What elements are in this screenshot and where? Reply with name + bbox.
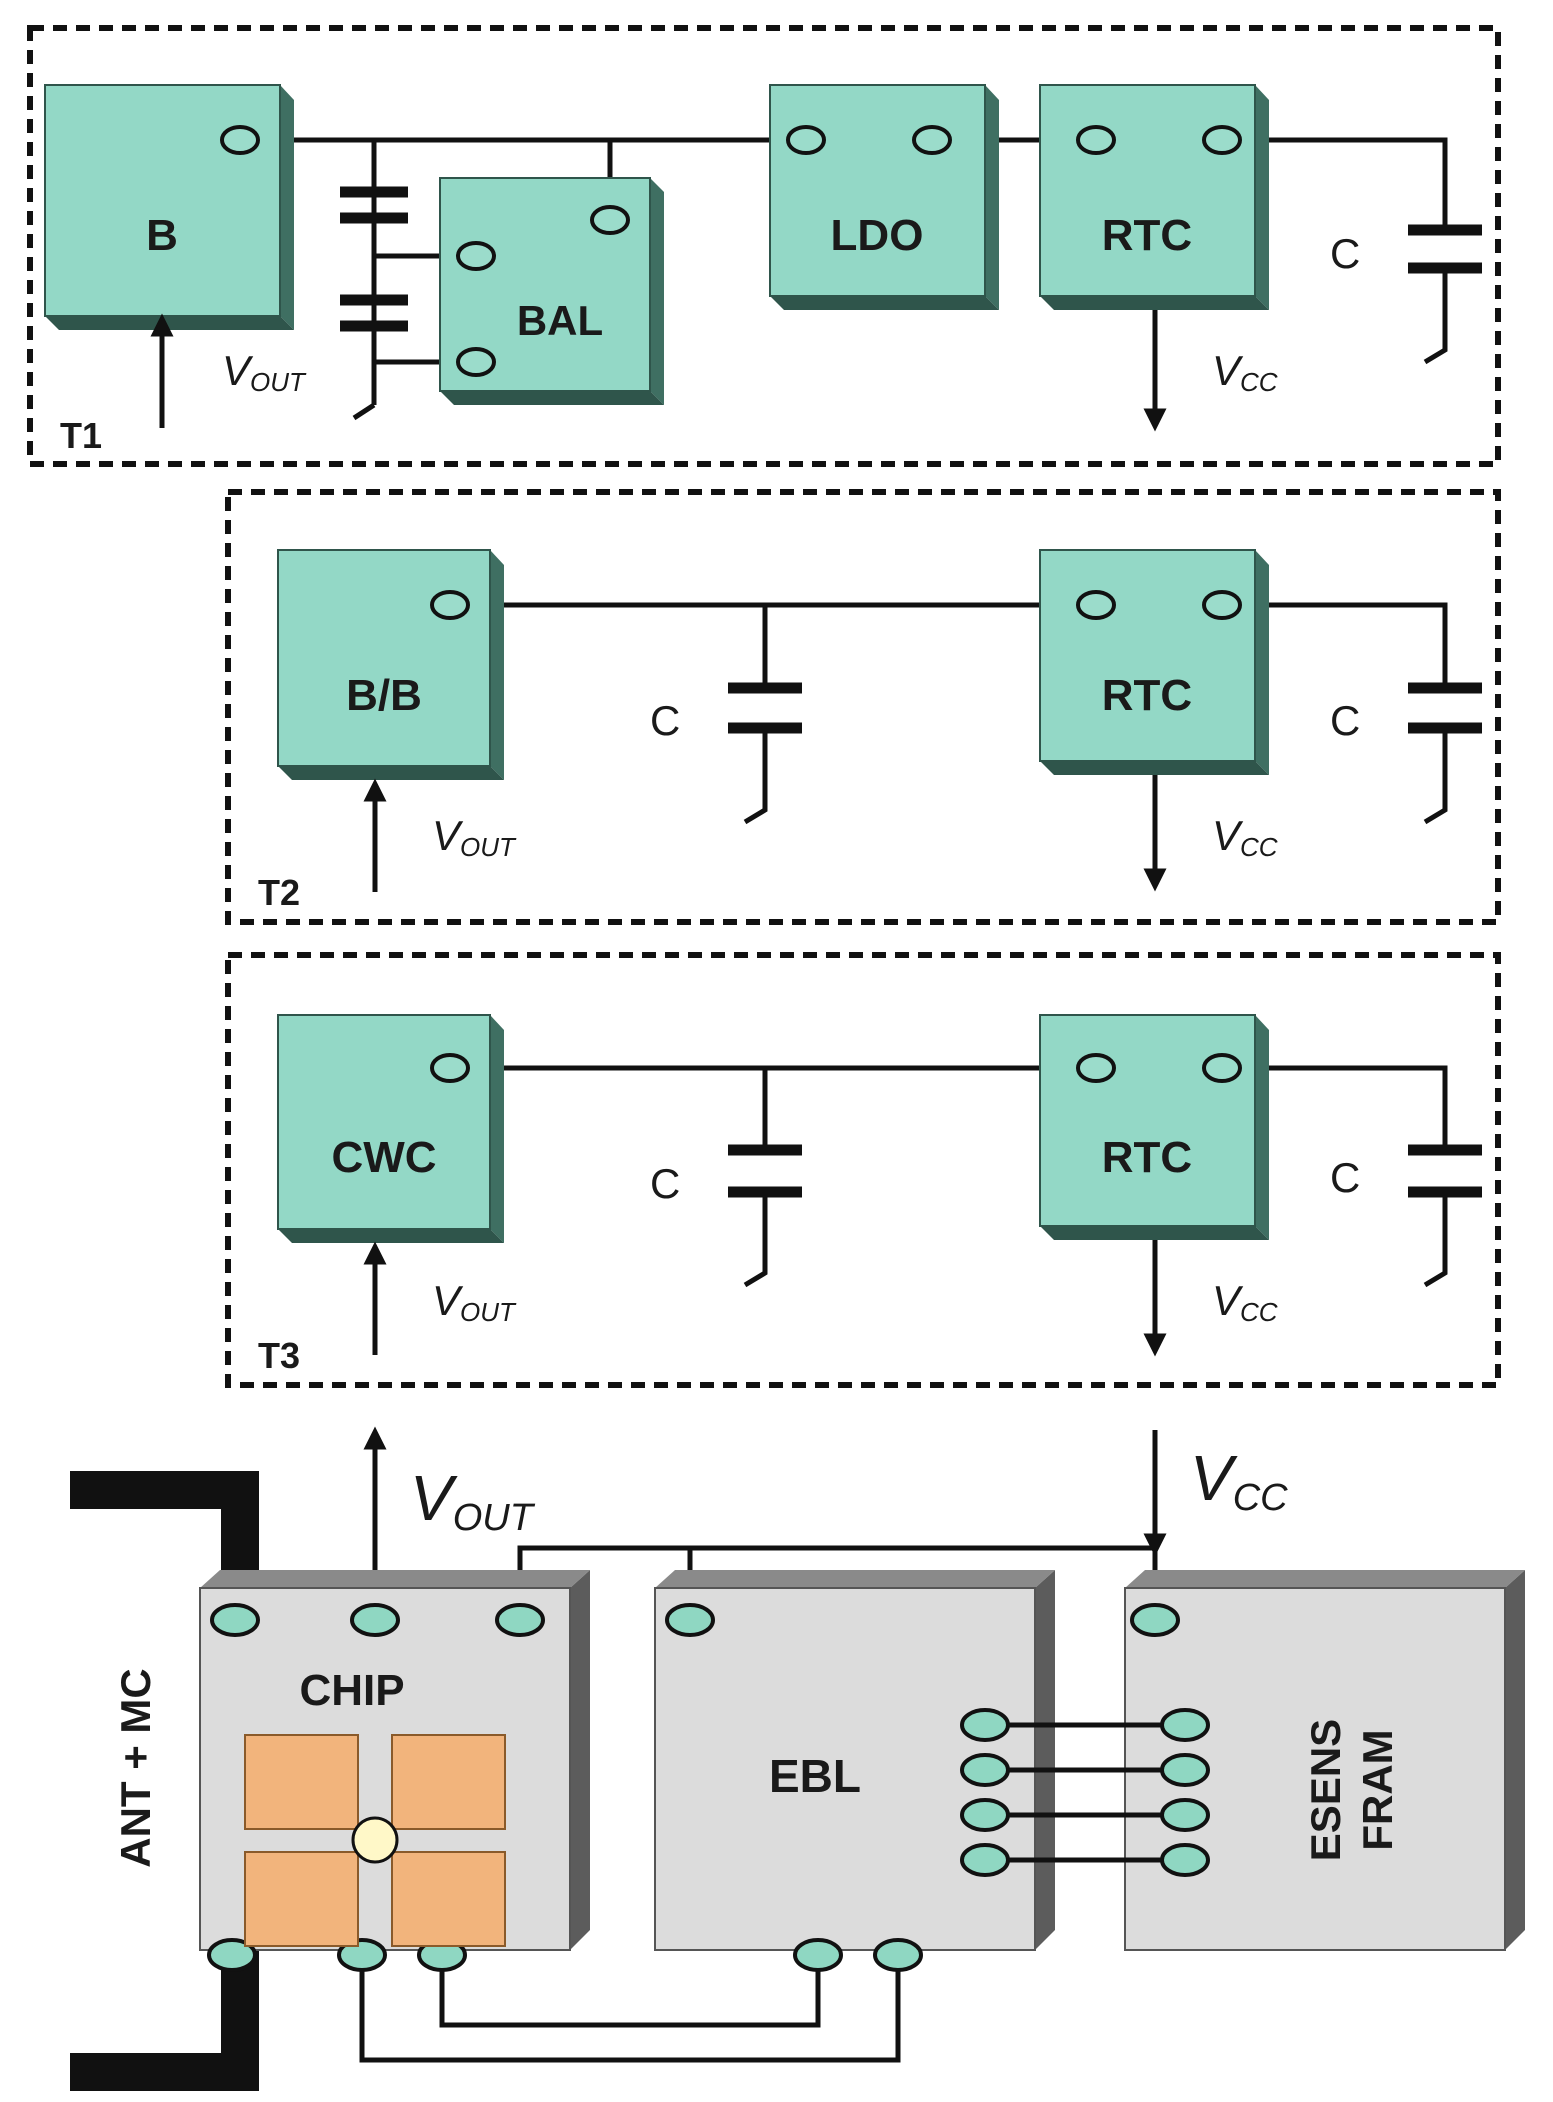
chip-label: CHIP bbox=[299, 1666, 404, 1715]
t1-stack-ground bbox=[352, 402, 376, 421]
chip-center-dot bbox=[351, 1816, 399, 1864]
t3-rtc-pin-out bbox=[1202, 1053, 1242, 1083]
ebl-block: EBL bbox=[654, 1570, 1055, 1972]
t1-ldo-label: LDO bbox=[831, 211, 924, 260]
ebl-pin-bus-2 bbox=[873, 1938, 923, 1972]
t1-b-pin bbox=[220, 125, 260, 155]
t1-block-ldo: LDO bbox=[769, 84, 999, 310]
ebl-pin-r2 bbox=[960, 1753, 1010, 1787]
t1-vcc-label: VCC bbox=[1212, 347, 1278, 397]
esens-pin-l3 bbox=[1160, 1798, 1210, 1832]
ebl-pin-r4 bbox=[960, 1843, 1010, 1877]
t1-frame bbox=[27, 25, 1501, 467]
t1-rtc-pin-in bbox=[1076, 125, 1116, 155]
t2-rtc-label: RTC bbox=[1102, 671, 1192, 720]
t1-block-bal: BAL bbox=[439, 177, 664, 405]
t1-ldo-pin-out bbox=[912, 125, 952, 155]
t3-source-pin bbox=[430, 1053, 470, 1083]
t1-vout-label: VOUT bbox=[222, 347, 307, 397]
t2-frame bbox=[225, 489, 1501, 925]
ebl-esens-bus bbox=[1008, 1722, 1162, 1863]
t3-block-rtc: RTC bbox=[1039, 1014, 1269, 1240]
t2-vout-label: VOUT bbox=[432, 812, 517, 862]
t1-label: T1 bbox=[60, 415, 102, 456]
t3-c2-ground bbox=[1423, 1192, 1448, 1288]
t1-section: B BAL LDO RTC bbox=[27, 25, 1501, 467]
t3-vout-label: VOUT bbox=[432, 1277, 517, 1327]
chip-pin-ant-top bbox=[210, 1603, 260, 1637]
fram-label: FRAM bbox=[1354, 1729, 1401, 1850]
t1-rtc-pin-out bbox=[1202, 125, 1242, 155]
t1-block-b: B bbox=[44, 84, 294, 330]
t3-c2-label: C bbox=[1330, 1154, 1360, 1201]
t3-c1-label: C bbox=[650, 1160, 680, 1207]
chip-ebl-bus-inner bbox=[439, 1970, 821, 2028]
t1-rtc-label: RTC bbox=[1102, 211, 1192, 260]
ant-mc-label: ANT + MC bbox=[112, 1668, 159, 1868]
esens-pin-l2 bbox=[1160, 1753, 1210, 1787]
t3-vcc-label: VCC bbox=[1212, 1277, 1278, 1327]
t3-block-source: CWC bbox=[277, 1014, 504, 1243]
esens-pin-supply bbox=[1130, 1603, 1180, 1637]
t1-bal-pin-top bbox=[590, 205, 630, 235]
esens-pin-l1 bbox=[1160, 1708, 1210, 1742]
t2-source-pin bbox=[430, 590, 470, 620]
chip-block: CHIP bbox=[199, 1570, 590, 1972]
t1-ldo-pin-in bbox=[786, 125, 826, 155]
t2-c1-label: C bbox=[650, 697, 680, 744]
t3-rtc-pin-in bbox=[1076, 1053, 1116, 1083]
t1-c-ground bbox=[1423, 268, 1448, 365]
t2-c1-wire bbox=[743, 605, 768, 825]
ebl-pin-bus-1 bbox=[793, 1938, 843, 1972]
ebl-pin-supply bbox=[665, 1603, 715, 1637]
antenna-bottom bbox=[70, 1950, 259, 2091]
t2-block-source: B/B bbox=[277, 549, 504, 780]
t1-block-rtc: RTC bbox=[1039, 84, 1269, 310]
chip-pin-ant-bottom bbox=[207, 1938, 257, 1972]
t3-frame bbox=[225, 952, 1501, 1388]
bottom-vout-label: VOUT bbox=[410, 1462, 536, 1539]
ebl-pin-r3 bbox=[960, 1798, 1010, 1832]
bottom-vcc-label: VCC bbox=[1190, 1442, 1288, 1519]
t2-section: B/B RTC C C VOUT VCC T2 bbox=[225, 489, 1501, 925]
t3-c1-wire bbox=[743, 1068, 768, 1288]
bottom-section: VOUT VCC CHIP ANT + MC bbox=[70, 1426, 1525, 2091]
chip-pin-supply bbox=[495, 1603, 545, 1637]
t2-source-label: B/B bbox=[346, 671, 422, 720]
t1-b-label: B bbox=[146, 211, 178, 260]
t1-bal-label: BAL bbox=[517, 297, 603, 344]
t2-block-rtc: RTC bbox=[1039, 549, 1269, 775]
t2-label: T2 bbox=[258, 872, 300, 913]
t2-rtc-pin-out bbox=[1202, 590, 1242, 620]
t3-rtc-label: RTC bbox=[1102, 1133, 1192, 1182]
t2-vcc-label: VCC bbox=[1212, 812, 1278, 862]
ebl-pin-r1 bbox=[960, 1708, 1010, 1742]
t3-source-label: CWC bbox=[331, 1133, 436, 1182]
esens-label: ESENS bbox=[1302, 1719, 1349, 1861]
t1-c-label: C bbox=[1330, 230, 1360, 277]
t3-label: T3 bbox=[258, 1335, 300, 1376]
t2-rtc-pin-in bbox=[1076, 590, 1116, 620]
t3-section: CWC RTC C C VOUT VCC T3 bbox=[225, 952, 1501, 1388]
ebl-label: EBL bbox=[769, 1750, 861, 1802]
esens-fram-block: ESENS FRAM bbox=[1124, 1570, 1525, 1951]
t1-bal-pin-2 bbox=[456, 347, 496, 377]
chip-die bbox=[244, 1734, 506, 1947]
esens-pin-l4 bbox=[1160, 1843, 1210, 1877]
t1-bal-pin-1 bbox=[456, 241, 496, 271]
t3-main-bus bbox=[475, 1065, 1448, 1150]
chip-ebl-bus-outer bbox=[359, 1970, 901, 2063]
t2-main-bus bbox=[475, 602, 1448, 688]
chip-pin-vout bbox=[350, 1603, 400, 1637]
t2-c2-label: C bbox=[1330, 697, 1360, 744]
t2-c2-ground bbox=[1423, 728, 1448, 825]
